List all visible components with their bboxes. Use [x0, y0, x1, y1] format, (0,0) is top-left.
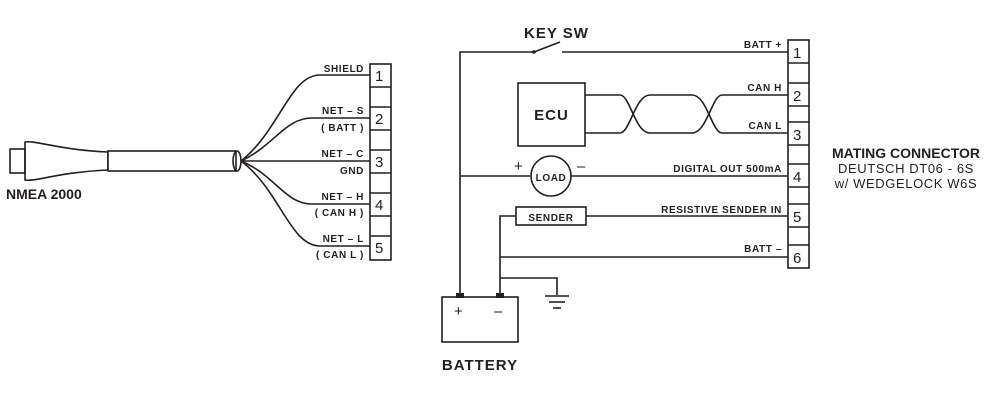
connector-pin-5-number: 5: [793, 209, 801, 226]
load-label: LOAD: [536, 173, 567, 184]
nmea-pin-4-sublabel: ( CAN H ): [315, 208, 364, 219]
nmea-pin-3-number: 3: [375, 154, 383, 171]
battery-box: [441, 296, 519, 343]
nmea-pin-1-label: SHIELD: [324, 64, 364, 75]
nmea-title: NMEA 2000: [6, 186, 82, 202]
nmea-pin-5-label: NET – L: [323, 234, 364, 245]
connector-pin-2-number: 2: [793, 88, 801, 105]
connector-pin-3-number: 3: [793, 127, 801, 144]
cable-jacket: [107, 150, 237, 172]
connector-pin-6-label: BATT –: [744, 244, 782, 255]
nmea-pin-2-label: NET – S: [322, 106, 364, 117]
wire-net-s: [240, 117, 370, 162]
nmea-2000-cable: NMEA 2000: [6, 74, 370, 247]
battery-label: BATTERY: [442, 357, 518, 374]
connector-pin-6-number: 6: [793, 250, 801, 267]
nmea-pin-2-sublabel: ( BATT ): [321, 123, 364, 134]
mating-connector-title: MATING CONNECTOR: [832, 145, 980, 161]
mating-connector-frame: [787, 39, 810, 269]
nmea-pin-3-sublabel: GND: [340, 166, 364, 177]
mating-connector-part: DEUTSCH DT06 - 6S: [838, 161, 974, 176]
mating-connector-lock: w/ WEDGELOCK W6S: [834, 176, 978, 191]
wire-shield: [240, 74, 370, 162]
mating-connector-block: 1 2 3 4 5 6 BATT + CAN H CAN L DIGITAL O…: [661, 39, 980, 269]
cable-end-cap: [9, 148, 26, 174]
load-minus-sign: –: [577, 158, 586, 175]
nmea-pin-5-number: 5: [375, 240, 383, 257]
nmea-pin-4-label: NET – H: [321, 192, 364, 203]
nmea-pin-2-number: 2: [375, 111, 383, 128]
ground-wire: [500, 277, 558, 295]
ecu-box: [517, 82, 586, 147]
nmea-pin-5-sublabel: ( CAN L ): [316, 250, 364, 261]
can-h-wire: [585, 94, 788, 134]
cable-connector-body: [24, 140, 109, 182]
circuit: KEY SW ECU LOAD + – SENDER + – BATTER: [441, 25, 788, 374]
wire-net-l: [240, 160, 370, 247]
connector-pin-4-number: 4: [793, 169, 801, 186]
battery-plus-sign: +: [454, 303, 463, 320]
battery-minus-sign: –: [494, 303, 503, 320]
nmea-terminal-block: 1 2 3 4 5 SHIELD NET – S ( BATT ) NET – …: [315, 63, 392, 261]
ecu-label: ECU: [534, 107, 569, 124]
wire-net-h: [240, 160, 370, 205]
can-l-wire: [585, 94, 788, 134]
connector-pin-3-label: CAN L: [748, 121, 782, 132]
nmea-pin-1-number: 1: [375, 68, 383, 85]
key-switch-lever: [533, 41, 561, 53]
nmea-pin-4-number: 4: [375, 197, 383, 214]
connector-pin-5-label: RESISTIVE SENDER IN: [661, 205, 782, 216]
sender-ground-wire: [499, 215, 516, 295]
batt-plus-wire: [459, 51, 534, 295]
key-switch-label: KEY SW: [524, 25, 589, 42]
connector-pin-1-label: BATT +: [744, 40, 782, 51]
sender-label: SENDER: [528, 213, 573, 224]
nmea-terminal-frame: [369, 63, 392, 261]
connector-pin-1-number: 1: [793, 45, 801, 62]
connector-pin-2-label: CAN H: [747, 83, 782, 94]
load-plus-sign: +: [514, 158, 523, 175]
nmea-pin-3-label: NET – C: [321, 149, 364, 160]
connector-pin-4-label: DIGITAL OUT 500mA: [673, 164, 782, 175]
ground-icon: [545, 295, 569, 309]
